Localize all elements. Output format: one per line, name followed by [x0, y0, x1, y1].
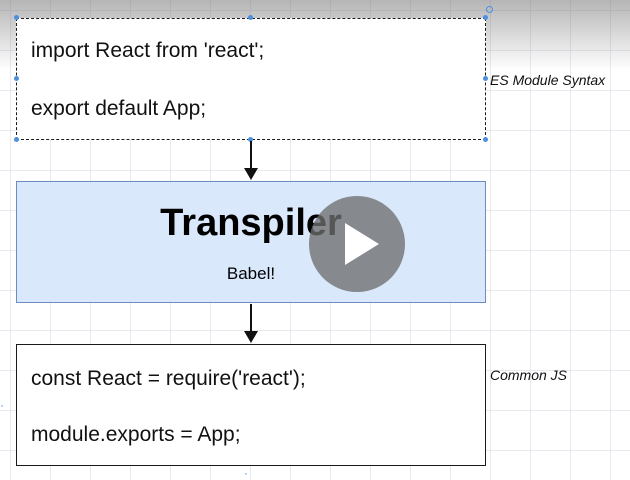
arrow-down-icon: [244, 331, 258, 343]
common-js-label: Common JS: [490, 367, 568, 383]
selection-handle-middle-left[interactable]: [14, 76, 19, 81]
commonjs-exports-line: module.exports = App;: [31, 423, 241, 446]
selection-handle-top-middle[interactable]: [248, 15, 253, 20]
commonjs-require-line: const React = require('react');: [31, 367, 306, 390]
es-module-code-box[interactable]: import React from 'react'; export defaul…: [16, 18, 486, 140]
video-play-button[interactable]: [309, 196, 405, 292]
commonjs-code-box[interactable]: const React = require('react'); module.e…: [16, 344, 486, 466]
es-module-syntax-label: ES Module Syntax: [490, 72, 606, 88]
arrow-down-icon: [244, 168, 258, 180]
selection-handle-bottom-middle[interactable]: [248, 137, 253, 142]
transpiler-subtitle: Babel!: [226, 264, 276, 283]
play-icon: [345, 223, 379, 265]
arrow-es-to-transpiler-line: [250, 141, 252, 169]
connection-point-marker: ·: [0, 398, 4, 412]
selection-handle-top-right[interactable]: [483, 15, 488, 20]
rotate-handle-icon[interactable]: [486, 6, 493, 13]
es-module-export-line: export default App;: [31, 97, 207, 120]
es-module-import-line: import React from 'react';: [31, 39, 265, 62]
selection-handle-top-left[interactable]: [14, 15, 19, 20]
selection-handle-bottom-left[interactable]: [14, 137, 19, 142]
connection-point-marker: ·: [244, 466, 248, 480]
selection-handle-bottom-right[interactable]: [483, 137, 488, 142]
transpiler-box[interactable]: Transpiler Babel!: [16, 181, 486, 303]
transpiler-title: Transpiler: [160, 202, 342, 244]
arrow-transpiler-to-commonjs-line: [250, 304, 252, 332]
selection-handle-middle-right[interactable]: [483, 76, 488, 81]
